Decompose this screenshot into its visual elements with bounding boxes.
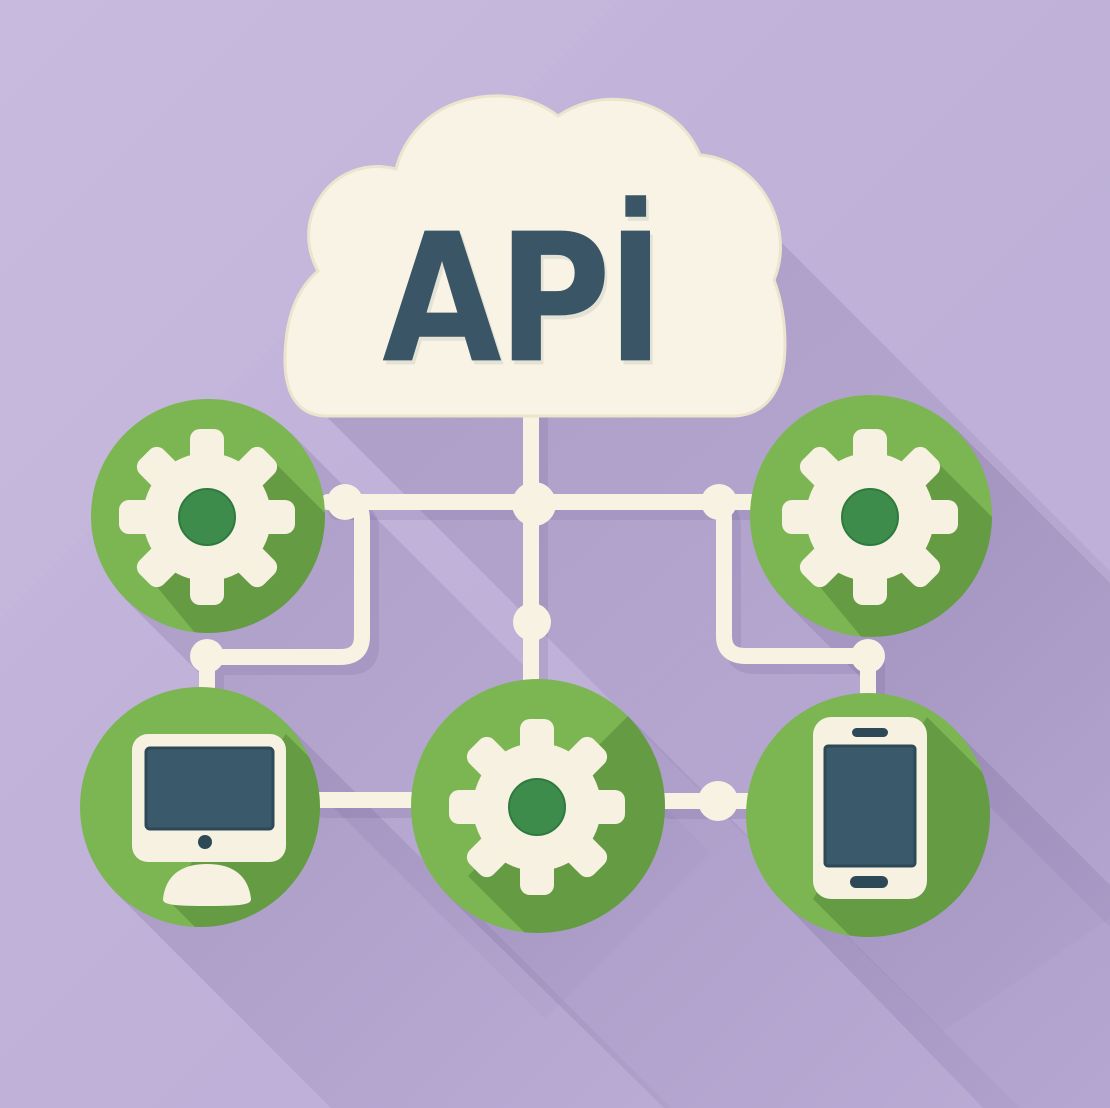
gear-icon <box>448 718 626 896</box>
gear-icon <box>118 428 296 606</box>
icon-cast-shadow <box>148 456 325 633</box>
icon-cast-shadow <box>813 717 990 937</box>
hub-junction-dot <box>512 482 556 526</box>
api-cloud-node <box>283 94 787 418</box>
icon-cast-shadow <box>468 716 665 933</box>
junction-dots <box>190 482 885 821</box>
api-title: APİ <box>382 195 664 403</box>
junction-dot <box>190 639 224 673</box>
icon-cast-shadow <box>811 456 992 637</box>
node-service-center <box>411 679 665 933</box>
junction-dot <box>701 484 737 520</box>
node-service-top-left <box>91 399 325 633</box>
junction-dot <box>513 603 551 641</box>
junction-dot <box>698 781 738 821</box>
cloud-shape <box>283 94 787 418</box>
desktop-computer-icon <box>132 734 286 906</box>
node-client-mobile <box>746 693 990 937</box>
junction-dot <box>327 484 363 520</box>
gear-icon <box>781 428 959 606</box>
node-service-top-right <box>750 395 992 637</box>
junction-dot <box>851 639 885 673</box>
smartphone-icon <box>813 717 927 899</box>
